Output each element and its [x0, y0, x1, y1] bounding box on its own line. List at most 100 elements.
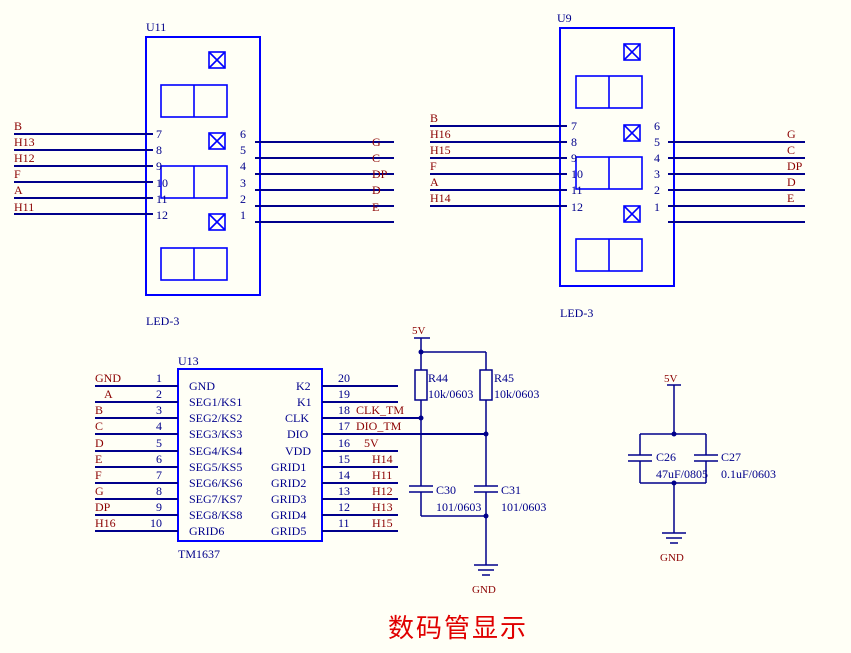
svg-text:SEG8/KS8: SEG8/KS8 [189, 508, 242, 522]
svg-text:GND: GND [472, 584, 496, 596]
u9-digit-3 [575, 205, 643, 272]
resistor-r45: R45 10k/0603 [479, 369, 539, 401]
svg-text:101/0603: 101/0603 [436, 500, 481, 514]
svg-text:0.1uF/0603: 0.1uF/0603 [721, 467, 776, 481]
resistor-r44: R44 10k/0603 [414, 369, 473, 401]
svg-text:A: A [14, 183, 23, 197]
u11-pin-7: B7 [14, 119, 162, 141]
power-symbol-5v-2: 5V [664, 373, 681, 434]
svg-text:8: 8 [571, 135, 577, 149]
u11-pin-10: F10 [14, 167, 168, 190]
svg-text:9: 9 [156, 500, 162, 514]
svg-text:9: 9 [156, 159, 162, 173]
svg-text:SEG7/KS7: SEG7/KS7 [189, 492, 242, 506]
svg-text:DIO_TM: DIO_TM [356, 419, 402, 433]
svg-text:18: 18 [338, 403, 350, 417]
svg-text:D: D [372, 183, 381, 197]
svg-text:1: 1 [156, 371, 162, 385]
u11-digit-2 [160, 132, 228, 199]
svg-text:A: A [104, 387, 113, 401]
svg-text:GRID2: GRID2 [271, 476, 306, 490]
u9-pin-6: G6 [654, 119, 805, 143]
u11-digit-3 [160, 213, 228, 281]
svg-text:17: 17 [338, 419, 350, 433]
svg-text:CLK: CLK [285, 411, 309, 425]
decoupling-network: 5V C26 47uF/0805 C27 0.1uF/0603 [628, 373, 776, 564]
u9-pin-5: C5 [654, 135, 805, 159]
svg-text:C26: C26 [656, 450, 676, 464]
u9-ref: U9 [557, 11, 572, 25]
svg-text:H11: H11 [372, 468, 392, 482]
svg-text:3: 3 [156, 403, 162, 417]
svg-text:H15: H15 [430, 143, 451, 157]
pullup-network: 5V R44 10k/0603 R45 10k/0603 C30 1 [409, 325, 546, 596]
svg-text:E: E [95, 452, 102, 466]
svg-text:4: 4 [654, 151, 660, 165]
svg-text:5: 5 [240, 143, 246, 157]
svg-text:13: 13 [338, 484, 350, 498]
svg-text:C30: C30 [436, 483, 456, 497]
u9-pin-2: E2 [654, 183, 805, 207]
svg-text:G: G [787, 127, 796, 141]
u11-ref: U11 [146, 20, 166, 34]
svg-text:SEG1/KS1: SEG1/KS1 [189, 395, 242, 409]
u11-value: LED-3 [146, 314, 179, 328]
svg-text:C: C [95, 419, 103, 433]
svg-text:8: 8 [156, 143, 162, 157]
svg-text:6: 6 [240, 127, 246, 141]
svg-text:K1: K1 [297, 395, 312, 409]
svg-text:DP: DP [95, 500, 111, 514]
u13-value: TM1637 [178, 547, 220, 561]
u9-pin-11: A11 [430, 175, 583, 197]
svg-text:H11: H11 [14, 200, 34, 214]
capacitor-c26: C26 47uF/0805 [628, 450, 708, 481]
svg-text:F: F [95, 468, 102, 482]
svg-text:10: 10 [156, 176, 168, 190]
u9-pin-1: 1 [654, 200, 805, 223]
svg-text:5: 5 [156, 436, 162, 450]
svg-text:4: 4 [156, 419, 162, 433]
svg-text:10: 10 [571, 167, 583, 181]
u9-digit-1 [575, 43, 643, 109]
svg-text:C: C [372, 151, 380, 165]
svg-text:H12: H12 [372, 484, 393, 498]
u11-pin-5: C5 [240, 143, 394, 165]
u11-pin-1: 1 [240, 208, 394, 223]
u11-pin-6: G6 [240, 127, 394, 149]
svg-text:10: 10 [150, 516, 162, 530]
svg-text:G: G [372, 135, 381, 149]
u11-pin-11: A11 [14, 183, 168, 206]
svg-text:H16: H16 [95, 516, 116, 530]
svg-text:E: E [787, 191, 794, 205]
svg-text:5V: 5V [364, 436, 379, 450]
svg-text:VDD: VDD [285, 444, 311, 458]
svg-text:G: G [95, 484, 104, 498]
u13-ref: U13 [178, 354, 199, 368]
svg-text:R45: R45 [494, 371, 514, 385]
u13-body [177, 368, 323, 542]
svg-text:12: 12 [338, 500, 350, 514]
u9-pin-7: B7 [430, 111, 577, 133]
svg-text:DP: DP [372, 167, 388, 181]
svg-text:GND: GND [660, 552, 684, 564]
svg-text:101/0603: 101/0603 [501, 500, 546, 514]
u9-right-pins: G6 C5 DP4 D3 E2 1 [654, 119, 805, 223]
svg-text:GRID5: GRID5 [271, 524, 306, 538]
capacitor-c31: C31 101/0603 [474, 483, 546, 514]
svg-text:SEG5/KS5: SEG5/KS5 [189, 460, 242, 474]
svg-text:H13: H13 [372, 500, 393, 514]
